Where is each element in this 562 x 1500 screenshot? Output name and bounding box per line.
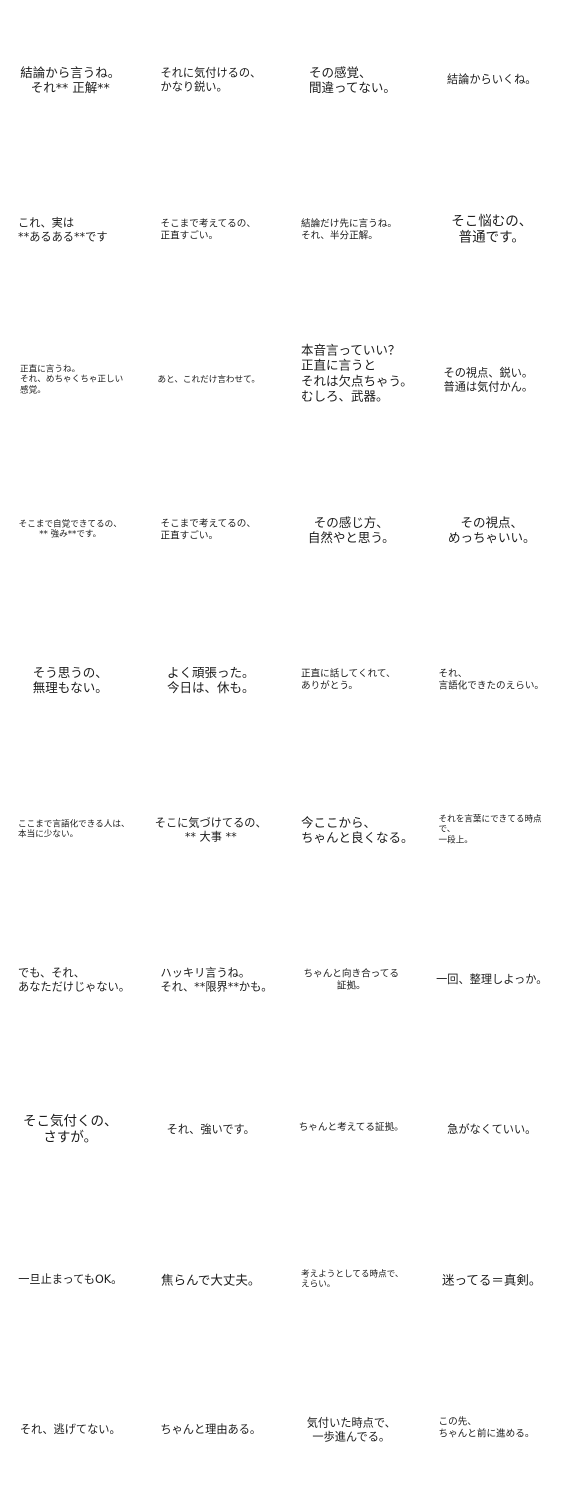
sticker-text: それ、強いです。: [166, 1123, 255, 1137]
sticker-cell: そこまで考えてるの、 正直すごい。: [141, 150, 282, 300]
sticker-text: ちゃんと向き合ってる 証拠。: [303, 968, 399, 991]
sticker-text: ハッキリ言うね。 それ、**限界**かも。: [160, 966, 273, 993]
sticker-text: ちゃんと理由ある。: [160, 1423, 262, 1437]
sticker-text: そこまで考えてるの、 正直すごい。: [160, 218, 256, 241]
sticker-cell: そこまで自覚できてるの、 ** 強み**です。: [0, 450, 141, 600]
sticker-cell: そこに気づけてるの、 ** 大事 **: [141, 750, 282, 900]
sticker-cell: それ、 言語化できたのえらい。: [422, 600, 562, 750]
sticker-text: 迷ってる＝真剣。: [442, 1272, 542, 1288]
sticker-cell: 気付いた時点で、 一歩進んでる。: [281, 1350, 422, 1500]
sticker-text: そこ悩むの、 普通です。: [451, 213, 533, 246]
sticker-cell: ハッキリ言うね。 それ、**限界**かも。: [141, 900, 282, 1050]
sticker-text: そこまで自覚できてるの、 ** 強み**です。: [18, 519, 122, 540]
sticker-text: この先、 ちゃんと前に進める。: [438, 1416, 535, 1439]
sticker-text: それに気付けるの、 かなり鋭い。: [160, 66, 262, 93]
sticker-cell: 考えようとしてる時点で、 えらい。: [281, 1200, 422, 1350]
sticker-cell: そう思うの、 無理もない。: [0, 600, 141, 750]
sticker-text: 結論から言うね。 それ** 正解**: [20, 64, 121, 95]
sticker-cell: その感じ方、 自然やと思う。: [281, 450, 422, 600]
sticker-cell: この先、 ちゃんと前に進める。: [422, 1350, 562, 1500]
sticker-cell: 急がなくていい。: [422, 1050, 562, 1200]
sticker-text: そこに気づけてるの、 ** 大事 **: [154, 816, 267, 843]
sticker-text: 今ここから、 ちゃんと良くなる。: [301, 814, 414, 845]
sticker-cell: 一回、整理しよっか。: [422, 900, 562, 1050]
sticker-cell: ちゃんと向き合ってる 証拠。: [281, 900, 422, 1050]
sticker-text: ちゃんと考えてる証拠。: [298, 1122, 404, 1134]
sticker-text: その視点、 めっちゃいい。: [447, 514, 536, 545]
sticker-text: それを言葉にできてる時点で、 一段上。: [438, 814, 542, 846]
sticker-text: 急がなくていい。: [447, 1123, 537, 1137]
sticker-text: でも、それ、 あなただけじゃない。: [18, 966, 130, 993]
sticker-cell: ちゃんと理由ある。: [141, 1350, 282, 1500]
sticker-text: そう思うの、 無理もない。: [32, 664, 108, 695]
sticker-cell: それ、強いです。: [141, 1050, 282, 1200]
sticker-cell: 本音言っていい？ 正直に言うと それは欠点ちゃう。 むしろ、武器。: [281, 300, 422, 450]
sticker-text: 正直に言うね。 それ、めちゃくちゃ正しい 感覚。: [20, 364, 124, 396]
sticker-text: 気付いた時点で、 一歩進んでる。: [306, 1416, 396, 1443]
sticker-text: 焦らんで大丈夫。: [161, 1272, 261, 1288]
sticker-cell: 結論だけ先に言うね。 それ、半分正解。: [281, 150, 422, 300]
sticker-cell: その視点、 めっちゃいい。: [422, 450, 562, 600]
sticker-cell: 一旦止まってもOK。: [0, 1200, 141, 1350]
sticker-cell: そこまで考えてるの、 正直すごい。: [141, 450, 282, 600]
sticker-text: 一回、整理しよっか。: [436, 973, 548, 987]
sticker-cell: 正直に言うね。 それ、めちゃくちゃ正しい 感覚。: [0, 300, 141, 450]
sticker-cell: これ、実は **あるある**です: [0, 150, 141, 300]
sticker-text: その感覚、 間違ってない。: [309, 64, 396, 95]
sticker-cell: 結論から言うね。 それ** 正解**: [0, 0, 141, 150]
sticker-text: その感じ方、 自然やと思う。: [307, 514, 395, 545]
sticker-text: その視点、鋭い。 普通は気付かん。: [443, 366, 534, 393]
sticker-text: ここまで言語化できる人は、 本当に少ない。: [18, 819, 130, 840]
sticker-cell: 迷ってる＝真剣。: [422, 1200, 562, 1350]
sticker-cell: 正直に話してくれて、 ありがとう。: [281, 600, 422, 750]
sticker-cell: 焦らんで大丈夫。: [141, 1200, 282, 1350]
sticker-text: そこ気付くの、 さすが。: [23, 1113, 118, 1146]
sticker-text: よく頑張った。 今日は、休も。: [166, 664, 255, 695]
sticker-cell: ここまで言語化できる人は、 本当に少ない。: [0, 750, 141, 900]
sticker-text: これ、実は **あるある**です: [18, 216, 108, 243]
sticker-cell: それ、逃げてない。: [0, 1350, 141, 1500]
sticker-cell: そこ悩むの、 普通です。: [422, 150, 562, 300]
sticker-text: 正直に話してくれて、 ありがとう。: [301, 668, 396, 691]
sticker-cell: そこ気付くの、 さすが。: [0, 1050, 141, 1200]
sticker-cell: ちゃんと考えてる証拠。: [281, 1050, 422, 1200]
sticker-text: 結論だけ先に言うね。 それ、半分正解。: [301, 218, 397, 241]
sticker-cell: それを言葉にできてる時点で、 一段上。: [422, 750, 562, 900]
sticker-text: 本音言っていい？ 正直に言うと それは欠点ちゃう。 むしろ、武器。: [301, 342, 413, 404]
sticker-cell: その視点、鋭い。 普通は気付かん。: [422, 300, 562, 450]
sticker-cell: 結論からいくね。: [422, 0, 562, 150]
sticker-cell: その感覚、 間違ってない。: [281, 0, 422, 150]
sticker-text: そこまで考えてるの、 正直すごい。: [160, 518, 256, 541]
sticker-text: 一旦止まってもOK。: [18, 1273, 123, 1287]
sticker-cell: 今ここから、 ちゃんと良くなる。: [281, 750, 422, 900]
sticker-cell: あと、これだけ言わせて。: [141, 300, 282, 450]
sticker-cell: でも、それ、 あなただけじゃない。: [0, 900, 141, 1050]
sticker-cell: それに気付けるの、 かなり鋭い。: [141, 0, 282, 150]
sticker-text: それ、 言語化できたのえらい。: [438, 668, 545, 691]
sticker-cell: よく頑張った。 今日は、休も。: [141, 600, 282, 750]
sticker-text: それ、逃げてない。: [19, 1423, 121, 1437]
sticker-text: 結論からいくね。: [446, 73, 537, 87]
sticker-text: 考えようとしてる時点で、 えらい。: [301, 1269, 404, 1290]
sticker-text: あと、これだけ言わせて。: [157, 374, 261, 385]
